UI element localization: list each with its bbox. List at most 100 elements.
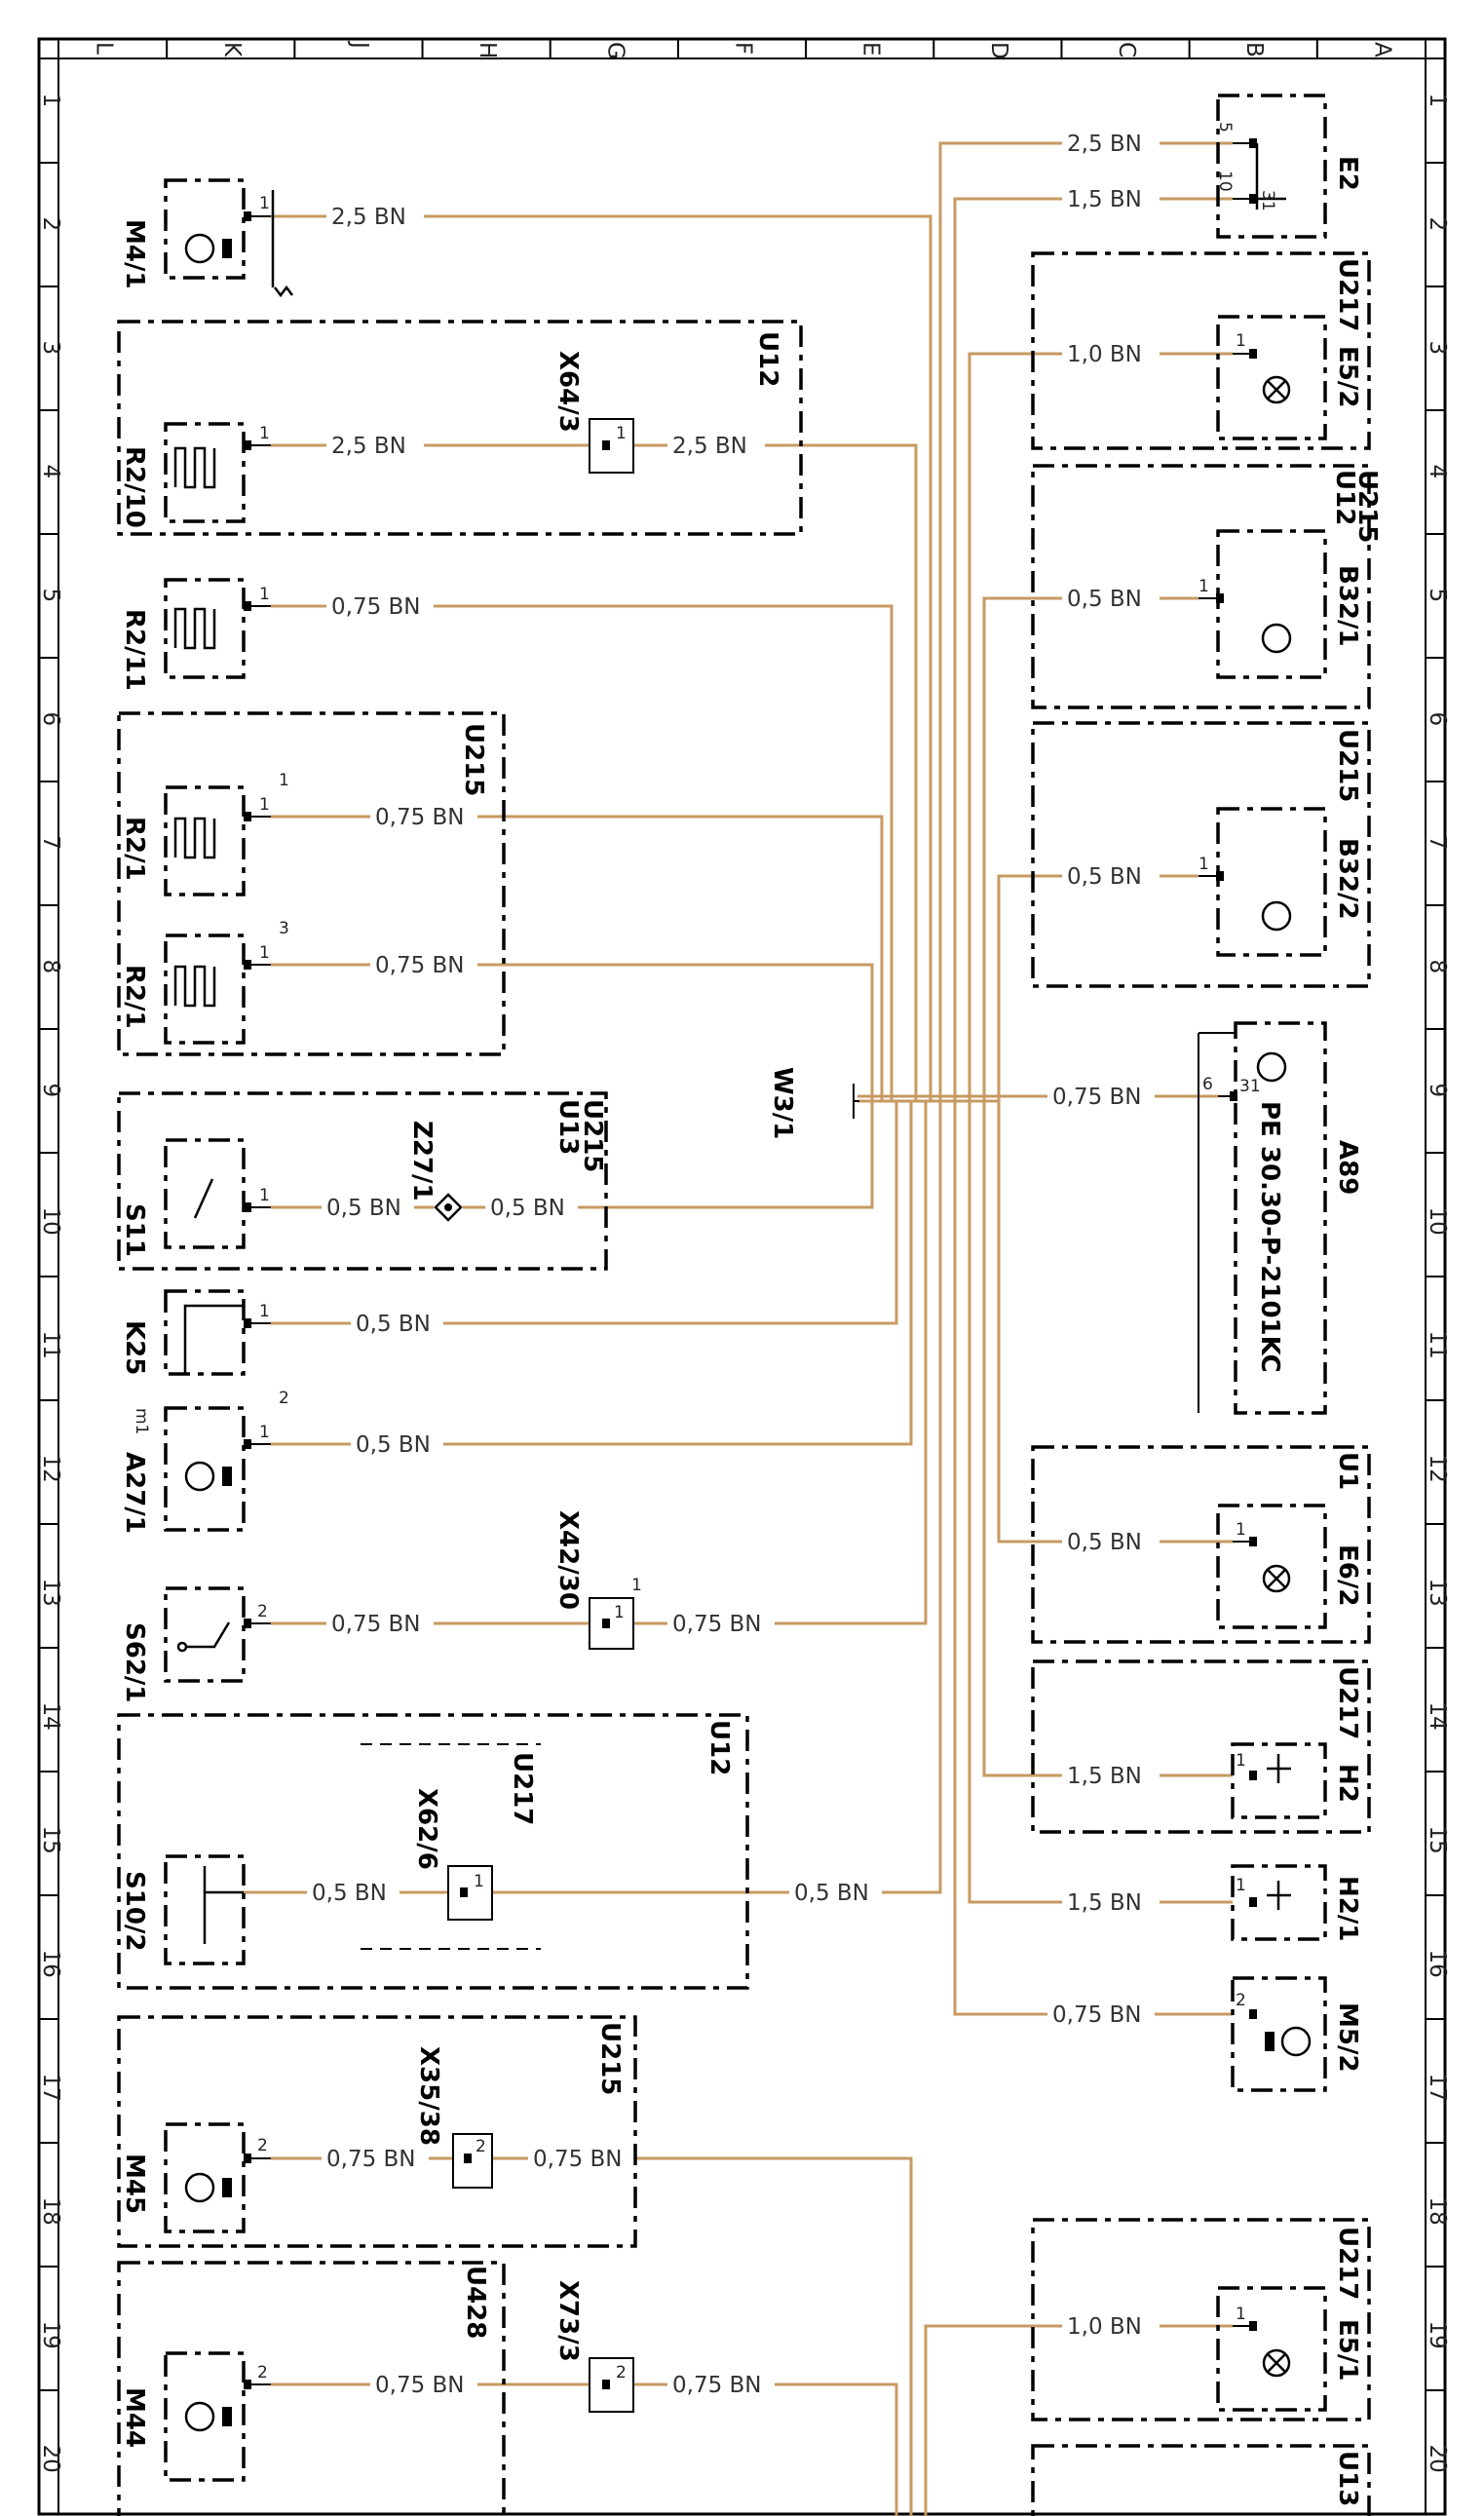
connector-x643: 1 X64/3 [553,351,634,474]
pin-a89-b: 31 [1239,1077,1261,1096]
component-e2: 5 10 31 E2 [1215,94,1362,239]
pin-r21b: 1 [259,943,270,963]
label-b322: B32/2 [1333,838,1362,920]
pin-e2-c: 31 [1258,190,1277,211]
wire-label-m52: 0,75 BN [1052,2002,1142,2028]
row-label: 9 [1425,1084,1450,1098]
connector-x3538: 2 X35/38 [414,2046,493,2189]
pin-h2: 1 [1236,1751,1246,1771]
row-label: 8 [1425,960,1450,974]
row-label: 3 [1425,341,1450,356]
wire-label-s621-b: 0,75 BN [672,1612,762,1637]
wire-labels: 2,5 BN 2,5 BN 2,5 BN 0,75 BN 0,75 BN 0,7… [307,130,1160,2398]
module-label-u428: U428 [461,2266,490,2339]
module-label-u217-s10: U217 [508,1752,537,1825]
component-e62: 1 E6/2 [1216,1504,1362,1629]
column-label: F [731,42,756,55]
component-h21: 1 H2/1 [1231,1864,1362,1941]
wire-e62 [857,1099,1233,1544]
wire-label-k25: 0,5 BN [356,1312,431,1337]
label-m44: M44 [120,2387,149,2448]
label-z271: Z27/1 [407,1121,437,1201]
component-s102: S10/2 [120,1854,246,1965]
wire-h21 [857,1099,1233,1904]
label-e2: E2 [1333,156,1362,191]
wire-label-s11-b: 0,5 BN [490,1196,565,1221]
wire-label-r210-a: 2,5 BN [331,434,406,459]
wire-label-a271: 0,5 BN [356,1432,431,1458]
pin-b321: 1 [1199,577,1209,596]
label-x3538: X35/38 [414,2046,443,2146]
label-h2: H2 [1333,1764,1362,1803]
wire-label-e52: 1,0 BN [1067,342,1142,367]
row-label: 19 [38,2321,63,2349]
component-m45: 2 M45 [120,2122,271,2233]
outer-pin-x4230: 1 [631,1576,642,1595]
pin-e2-a: 5 [1215,122,1235,133]
component-e51: 1 E5/1 [1216,2286,1362,2412]
module-u13-bottom [1031,2444,1371,2516]
connector-x733: 2 X73/3 [553,2280,634,2413]
wire-label-m45-b: 0,75 BN [533,2147,623,2172]
label-e52: E5/2 [1333,346,1362,407]
label-b321: B32/1 [1333,565,1362,647]
wire-label-s11-a: 0,5 BN [326,1196,401,1221]
pin-e51: 1 [1236,2305,1246,2324]
label-m45: M45 [120,2154,149,2214]
wire-label-r21b: 0,75 BN [375,953,465,978]
splice-label: W3/1 [768,1067,797,1139]
wire-label-m45-a: 0,75 BN [326,2147,416,2172]
wire-h2 [857,1099,1233,1777]
component-a271: 1 2 m1 A27/1 [120,1389,289,1534]
row-label: 17 [38,2074,63,2102]
pin-x3538: 2 [476,2137,486,2156]
component-s11: 1 S11 [120,1138,271,1257]
row-label: 13 [1425,1579,1450,1607]
label-m52: M5/2 [1333,2002,1362,2073]
row-label: 18 [1425,2197,1450,2226]
wire-label-m44-a: 0,75 BN [375,2373,465,2398]
row-label: 2 [1425,217,1450,232]
row-label: 14 [1425,1702,1450,1731]
wire-label-s621-a: 0,75 BN [331,1612,421,1637]
pin-x643: 1 [616,424,627,443]
row-label: 20 [38,2445,63,2473]
label-k25: K25 [120,1320,149,1375]
pin-m41: 1 [259,194,270,213]
label-r21a: R2/1 [120,817,149,881]
module-label-u217-h2: U217 [1333,1666,1362,1739]
row-label: 7 [38,836,63,851]
pin-x733: 2 [616,2363,627,2383]
label-a271: A27/1 [120,1452,149,1534]
wire-r21a [271,815,884,1103]
module-label-u12-top: U12 [753,331,782,387]
component-k25: 1 K25 [120,1289,271,1376]
row-label: 12 [38,1455,63,1483]
component-m44: 2 M44 [120,2351,271,2482]
row-label: 11 [1425,1331,1450,1359]
label-e51: E5/1 [1333,2319,1362,2381]
component-r21b: 1 3 R2/1 [120,919,289,1045]
wire-e2-b [857,197,1233,1103]
pin-s11: 1 [259,1186,270,1205]
wire-label-h2: 1,5 BN [1067,1764,1142,1789]
label-a89: A89 [1333,1140,1362,1195]
label-x643: X64/3 [553,351,583,433]
row-label: 6 [1425,712,1450,727]
wire-label-s102-b: 0,5 BN [794,1881,869,1906]
wire-label-r210-b: 2,5 BN [672,434,747,459]
pin-x4230: 1 [614,1603,625,1622]
wire-m52 [857,1099,1233,2016]
module-u215-m45 [117,2015,637,2248]
row-label: 18 [38,2197,63,2226]
row-label: 20 [1425,2445,1450,2473]
wire-b321 [857,596,1199,1103]
pin-k25: 1 [259,1302,270,1321]
column-label: C [1114,42,1139,57]
row-label: 13 [38,1579,63,1607]
row-label: 16 [38,1950,63,1978]
column-label: G [602,42,628,59]
module-u1-e62 [1031,1445,1371,1644]
row-label: 8 [38,960,63,974]
